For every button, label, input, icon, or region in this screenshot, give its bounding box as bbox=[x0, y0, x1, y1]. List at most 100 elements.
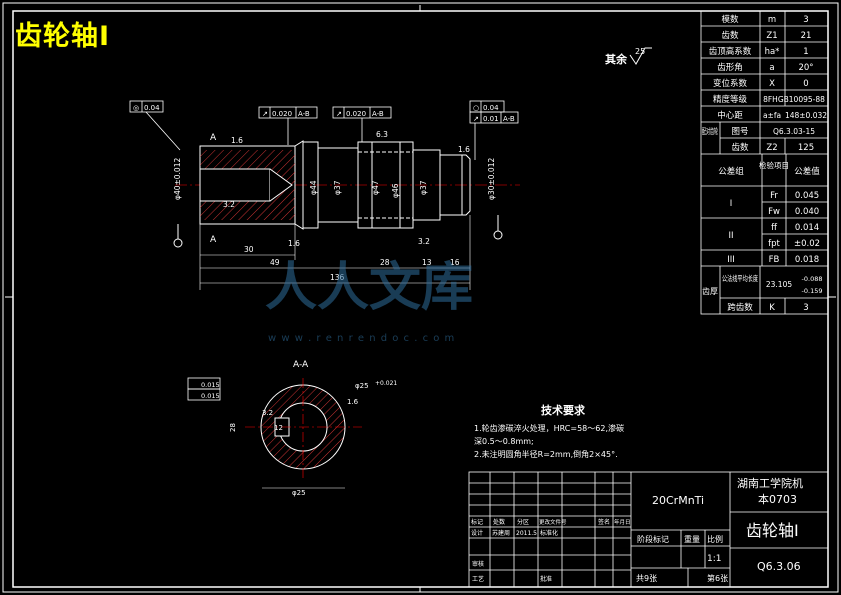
tech-title: 技术要求 bbox=[541, 403, 586, 417]
tb-hdr2: 2011.5 bbox=[516, 530, 537, 537]
gdt-val: 0.020 bbox=[346, 110, 366, 118]
param-name: 中心距 bbox=[717, 110, 743, 121]
tb-hdr: 签名 bbox=[598, 518, 610, 526]
gdt-sym: ○ bbox=[473, 104, 479, 112]
parameter-table bbox=[700, 10, 829, 315]
tb-class: 本0703 bbox=[758, 492, 797, 506]
dim-l2: 49 bbox=[270, 258, 280, 267]
rough-r4: 3.2 bbox=[223, 200, 235, 209]
section-bore: φ25 bbox=[355, 382, 369, 390]
dim-d7: φ30±0.012 bbox=[487, 158, 496, 200]
dimension-text: 30 49 136 28 13 16 φ40±0.012 φ44 φ37 φ47… bbox=[173, 130, 496, 282]
gdt-frames bbox=[129, 100, 519, 160]
param-sym: a bbox=[769, 63, 774, 73]
tol-item: fpt bbox=[768, 239, 780, 249]
section-depth: 28 bbox=[229, 423, 237, 432]
tb-bottom: 工艺 bbox=[472, 575, 484, 583]
span-name: 跨齿数 bbox=[727, 302, 753, 313]
rough-r3: 1.6 bbox=[458, 145, 470, 154]
tech-requirements: 技术要求 1.轮齿渗碳淬火处理，HRC=58～62,渗碳 深0.5～0.8mm;… bbox=[474, 403, 624, 459]
watermark-url: w w w . r e n r e n d o c . c o m bbox=[268, 333, 456, 344]
dim-d4: φ47 bbox=[371, 180, 380, 195]
section-tol: +0.021 bbox=[375, 380, 397, 387]
param-val: 148±0.032 bbox=[785, 111, 827, 120]
tol-val: 0.040 bbox=[795, 207, 819, 217]
rough-r2: 6.3 bbox=[376, 130, 388, 139]
gdt-sym: ↗ bbox=[473, 115, 479, 123]
tol-group: I bbox=[730, 199, 733, 209]
tb-bottom: 审核 bbox=[472, 560, 484, 568]
param-val: 20° bbox=[798, 63, 813, 73]
title-block bbox=[468, 471, 829, 588]
tol-item: FB bbox=[769, 255, 780, 265]
rough-r1: 1.6 bbox=[231, 136, 243, 145]
section-rough1: 3.2 bbox=[262, 409, 273, 417]
tol-group: II bbox=[728, 231, 733, 241]
mate-group: 配对齿轮 bbox=[702, 126, 718, 136]
section-dlabel: φ25 bbox=[292, 489, 306, 497]
param-name: 齿数 bbox=[721, 30, 739, 41]
param-sym: Z1 bbox=[766, 31, 777, 41]
section-rough2: 12 bbox=[274, 424, 283, 432]
tb-school: 湖南工学院机 bbox=[737, 476, 803, 490]
tb-sheet-no: 第6张 bbox=[707, 573, 728, 583]
tol-group: III bbox=[727, 255, 735, 265]
datum-markers bbox=[173, 215, 503, 248]
param-name: 齿顶高系数 bbox=[709, 46, 752, 57]
param-name: 模数 bbox=[721, 14, 739, 25]
gdt-sym: ↗ bbox=[262, 110, 268, 118]
gdt-sym: ◎ bbox=[133, 104, 139, 112]
param-sym: a±fa bbox=[763, 111, 781, 120]
mate-name: 齿数 bbox=[731, 142, 749, 153]
mate-val: 125 bbox=[798, 143, 814, 153]
drawing-title: 齿轮轴I bbox=[15, 21, 111, 52]
param-name: 齿形角 bbox=[717, 62, 743, 73]
dim-d5: φ46 bbox=[391, 183, 400, 198]
param-val: 1 bbox=[803, 47, 808, 57]
mate-sym: Z2 bbox=[766, 143, 777, 153]
tb-label: 重量 bbox=[684, 534, 700, 544]
param-val: 3 bbox=[803, 15, 808, 25]
shaft-view bbox=[175, 140, 520, 230]
dim-l1: 30 bbox=[244, 245, 254, 254]
tol-item: ff bbox=[771, 223, 778, 233]
tol-item: Fw bbox=[768, 207, 780, 217]
svg-text:A: A bbox=[210, 235, 217, 245]
tb-part: 齿轮轴I bbox=[746, 521, 799, 540]
dim-l6: 16 bbox=[450, 258, 460, 267]
svg-text:A: A bbox=[210, 133, 217, 143]
gdt-ref: A-B bbox=[503, 115, 515, 123]
param-val: 0 bbox=[803, 79, 808, 89]
gdt-val: 0.01 bbox=[483, 115, 499, 123]
param-sym: ha* bbox=[765, 47, 780, 57]
tb-hdr: 处数 bbox=[493, 518, 505, 526]
parameter-table-text: 模数 m 3 齿数 Z1 21 齿顶高系数 ha* 1 齿形角 a 20° 变位… bbox=[702, 14, 827, 313]
param-val: 8FHGB10095-88 bbox=[763, 95, 825, 104]
dim-l5: 13 bbox=[422, 258, 432, 267]
dim-d1: φ40±0.012 bbox=[173, 158, 182, 200]
tol-header: 公差组 bbox=[718, 166, 744, 177]
normal-len-name: 公法线平均长度 bbox=[722, 273, 758, 283]
section-label: A-A bbox=[293, 360, 309, 370]
other-roughness-label: 其余 bbox=[605, 52, 628, 66]
span-val: 3 bbox=[803, 303, 808, 313]
gdt-ref: A-B bbox=[298, 110, 310, 118]
dim-d2: φ44 bbox=[309, 180, 318, 195]
tol-item: Fr bbox=[770, 191, 778, 201]
tol-header: 检验项目 bbox=[759, 160, 789, 170]
tol-val: ±0.02 bbox=[794, 239, 820, 249]
tech-line: 1.轮齿渗碳淬火处理，HRC=58～62,渗碳 bbox=[474, 423, 624, 433]
dim-d3: φ37 bbox=[333, 180, 342, 195]
tol-val: 0.014 bbox=[795, 223, 819, 233]
tb-hdr: 更改文件号 bbox=[539, 518, 567, 526]
tb-material: 20CrMnTi bbox=[652, 494, 704, 507]
gdt-val: 0.020 bbox=[272, 110, 292, 118]
rough-r5: 1.6 bbox=[288, 239, 300, 248]
gdt-text: ◎ 0.04 ↗ 0.020 A-B ↗ 0.020 A-B ○ 0.04 ↗ … bbox=[133, 104, 515, 123]
title-block-text: 20CrMnTi 湖南工学院机 本0703 齿轮轴I Q6.3.06 1:1 共… bbox=[471, 476, 803, 583]
section-key-tol2: 0.015 bbox=[201, 392, 220, 400]
normal-len-low: -0.159 bbox=[802, 287, 823, 295]
gdt-val: 0.04 bbox=[483, 104, 499, 112]
gdt-sym: ↗ bbox=[336, 110, 342, 118]
